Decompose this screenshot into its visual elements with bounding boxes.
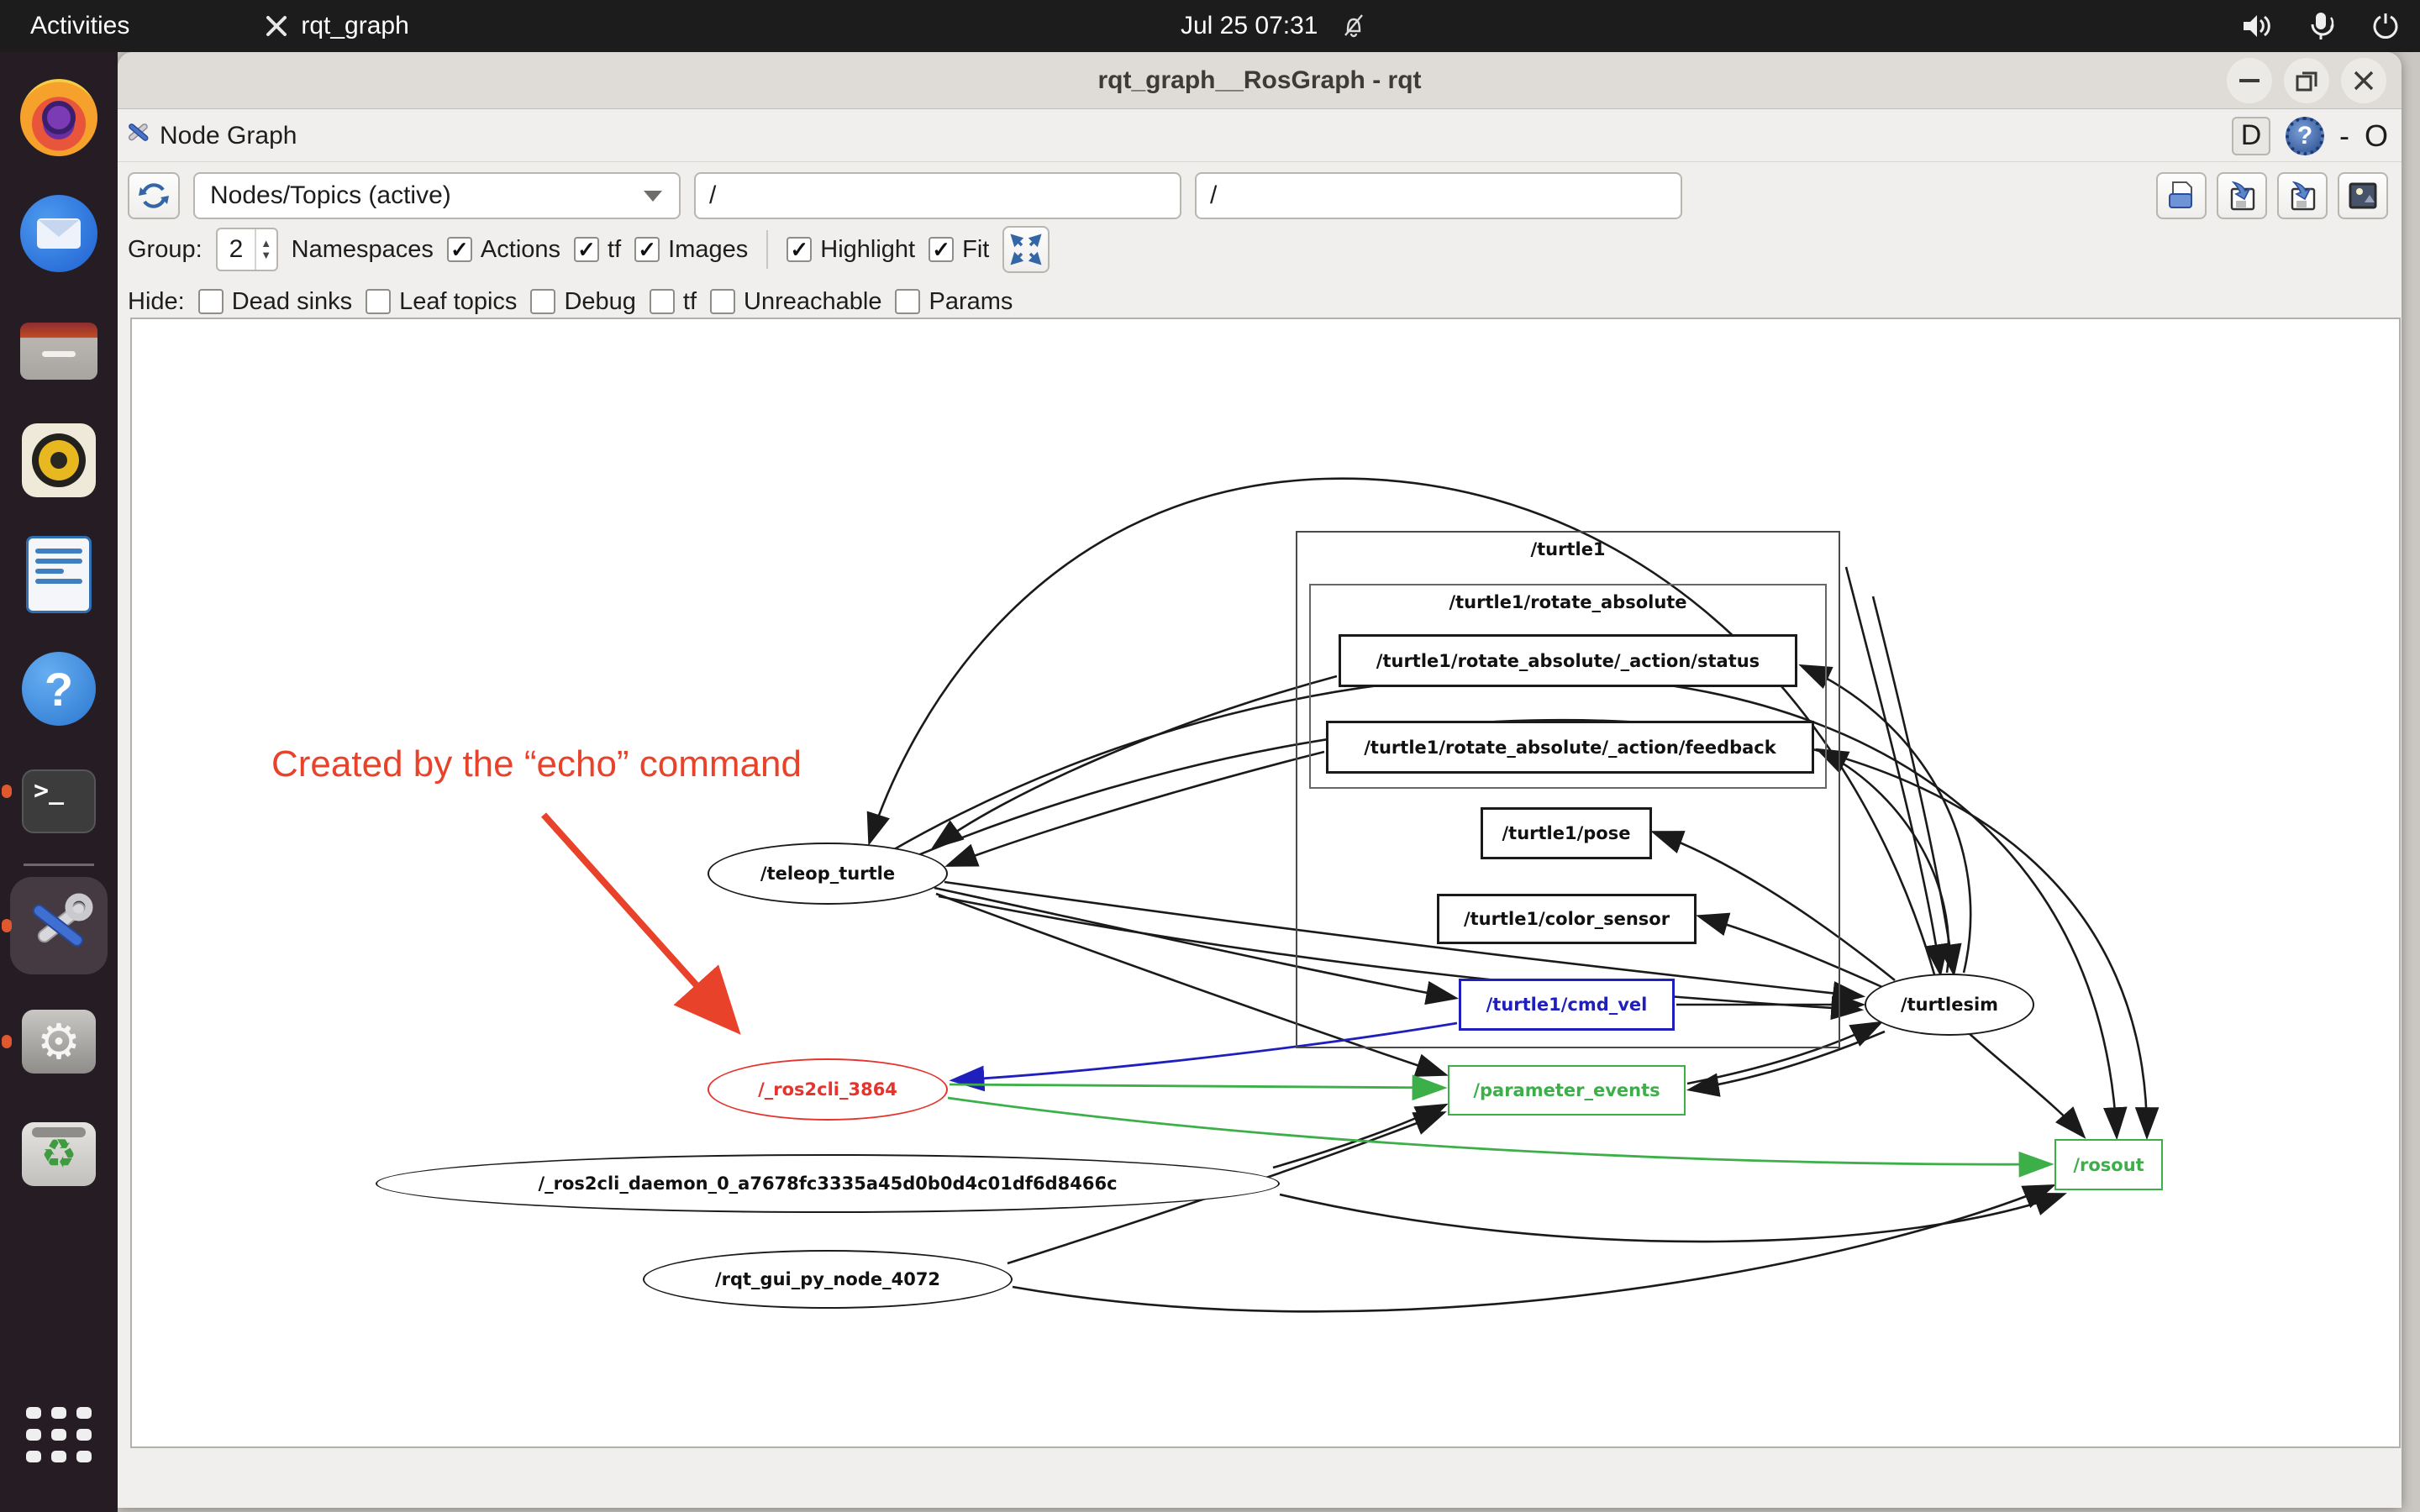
topic-pose: /turtle1/pose: [1481, 807, 1652, 859]
dock-divider: [24, 864, 94, 866]
activities-button[interactable]: Activities: [30, 12, 130, 39]
clock-label: Jul 25 07:31: [1181, 12, 1318, 39]
plugin-title-label: Node Graph: [160, 121, 297, 150]
dock-files-icon[interactable]: [17, 309, 101, 393]
close-button[interactable]: [2341, 58, 2386, 103]
graph-canvas[interactable]: /turtle1 /turtle1/rotate_absolute /turtl…: [130, 318, 2401, 1448]
checkbox-dead-sinks[interactable]: Dead sinks: [197, 288, 352, 316]
save-dot-button[interactable]: [2217, 172, 2267, 219]
node-teleop-turtle: /teleop_turtle: [708, 843, 948, 905]
dock-help-icon[interactable]: ?: [17, 647, 101, 731]
node-graph-plugin-icon: [124, 118, 153, 154]
graph-type-dropdown[interactable]: Nodes/Topics (active): [193, 172, 681, 219]
settings-running-dot: [2, 1035, 12, 1048]
graph-edges: [541, 477, 2160, 1313]
echo-annotation-text: Created by the “echo” command: [271, 743, 802, 785]
checkbox-leaf-topics[interactable]: Leaf topics: [366, 288, 517, 316]
topic-action-feedback: /turtle1/rotate_absolute/_action/feedbac…: [1326, 721, 1814, 774]
checkbox-debug[interactable]: Debug: [530, 288, 636, 316]
group-spinbox[interactable]: 2 ▲▼: [215, 228, 278, 271]
microphone-icon: [2307, 11, 2338, 41]
spinbox-arrows-icon[interactable]: ▲▼: [254, 229, 276, 270]
topic-filter-input[interactable]: [694, 172, 1181, 219]
graph-type-value: Nodes/Topics (active): [210, 181, 451, 209]
node-ros2cli: /_ros2cli_3864: [708, 1058, 948, 1121]
cluster-rotate-absolute: /turtle1/rotate_absolute: [1309, 584, 1827, 789]
window-titlebar[interactable]: rqt_graph__RosGraph - rqt: [118, 52, 2402, 109]
terminal-running-dot: [2, 785, 12, 798]
dock-rhythmbox-icon[interactable]: [17, 418, 101, 502]
focused-app-indicator[interactable]: rqt_graph: [264, 12, 409, 40]
rqt-window: rqt_graph__RosGraph - rqt Node Graph D ?…: [118, 52, 2402, 1508]
save-image-button[interactable]: [2338, 172, 2388, 219]
toolbar-separator: [766, 230, 769, 269]
node-turtlesim: /turtlesim: [1865, 974, 2034, 1036]
maximize-button[interactable]: [2284, 58, 2329, 103]
window-title: rqt_graph__RosGraph - rqt: [1097, 66, 1422, 94]
node-ros2cli-daemon: /_ros2cli_daemon_0_a7678fc3335a45d0b0d4c…: [376, 1154, 1280, 1213]
wrench-tool-icon: [264, 13, 289, 39]
rqt-running-dot: [2, 919, 12, 932]
minimize-button[interactable]: [2227, 58, 2272, 103]
plugin-titlebar: Node Graph D ? - O: [118, 110, 2402, 162]
checkbox-actions[interactable]: ✓Actions: [446, 236, 560, 264]
topic-parameter-events: /parameter_events: [1448, 1065, 1686, 1116]
dock-trash-icon[interactable]: ♻: [17, 1112, 101, 1196]
topic-color-sensor: /turtle1/color_sensor: [1437, 894, 1697, 944]
save-as-dot-button[interactable]: [2277, 172, 2328, 219]
checkbox-images[interactable]: ✓Images: [634, 236, 748, 264]
fit-in-view-button[interactable]: [1002, 226, 1050, 273]
topic-action-status: /turtle1/rotate_absolute/_action/status: [1339, 634, 1797, 687]
node-filter-input[interactable]: [1195, 172, 1682, 219]
group-label: Group:: [128, 235, 203, 263]
dock-app-grid-icon[interactable]: [17, 1393, 101, 1477]
checkbox-params[interactable]: Params: [895, 288, 1013, 316]
power-icon: [2371, 12, 2400, 40]
volume-icon: [2242, 12, 2274, 40]
checkbox-unreachable[interactable]: Unreachable: [710, 288, 881, 316]
dock-firefox-icon[interactable]: [17, 76, 101, 160]
dock-rqt-icon[interactable]: [17, 884, 101, 968]
clock-menu[interactable]: Jul 25 07:31: [1181, 0, 1366, 52]
notifications-muted-bell-icon: [1341, 13, 1366, 39]
dock-settings-icon[interactable]: ⚙: [17, 1000, 101, 1084]
topic-rosout: /rosout: [2054, 1139, 2163, 1190]
cluster-rotate-absolute-label: /turtle1/rotate_absolute: [1449, 592, 1687, 612]
checkbox-tf[interactable]: ✓tf: [574, 236, 621, 264]
namespaces-label: Namespaces: [291, 235, 434, 263]
annotation-arrow: [541, 812, 741, 1035]
dock-thunderbird-icon[interactable]: [17, 192, 101, 276]
system-status-area[interactable]: [2242, 0, 2400, 52]
checkbox-fit[interactable]: ✓Fit: [929, 236, 989, 264]
cluster-turtle1-label: /turtle1: [1530, 539, 1606, 559]
topic-cmd-vel: /turtle1/cmd_vel: [1459, 979, 1675, 1031]
plugin-close-button[interactable]: O: [2364, 118, 2388, 153]
plugin-detach-button[interactable]: D: [2231, 116, 2270, 155]
checkbox-hide-tf[interactable]: tf: [649, 288, 697, 316]
node-rqt-gui-py-node: /rqt_gui_py_node_4072: [643, 1250, 1013, 1309]
focused-app-label: rqt_graph: [301, 12, 409, 39]
ubuntu-dock: ? >_ ⚙ ♻: [0, 52, 118, 1512]
group-value: 2: [229, 235, 244, 263]
gnome-top-bar: Activities rqt_graph Jul 25 07:31: [0, 0, 2420, 52]
plugin-minimize-button[interactable]: -: [2338, 118, 2349, 153]
refresh-graph-button[interactable]: [128, 172, 180, 219]
dock-terminal-icon[interactable]: >_: [17, 759, 101, 843]
dock-libreoffice-writer-icon[interactable]: [17, 533, 101, 617]
chevron-down-icon: [644, 190, 662, 202]
cluster-turtle1: /turtle1: [1296, 531, 1840, 1048]
checkbox-highlight[interactable]: ✓Highlight: [786, 236, 915, 264]
hide-label: Hide:: [128, 287, 185, 315]
plugin-help-button[interactable]: ?: [2285, 116, 2324, 155]
load-dot-button[interactable]: [2156, 172, 2207, 219]
